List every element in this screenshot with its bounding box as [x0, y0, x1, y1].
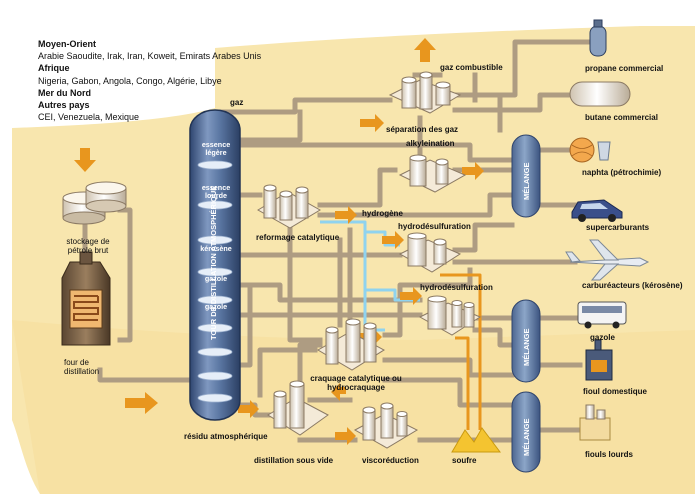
stove-icon — [585, 339, 613, 381]
arrow-into-tower — [125, 392, 158, 414]
bus-icon — [577, 301, 627, 329]
car-icon — [571, 199, 623, 222]
arrow-visbreak-in — [335, 427, 356, 445]
origin-countries-africa: Nigeria, Gabon, Angola, Congo, Algérie, … — [38, 75, 222, 86]
cracking-unit — [316, 318, 386, 371]
arrow-to-visbreak — [331, 383, 346, 401]
mixer-2 — [511, 299, 541, 383]
hds-2-label: hydrodésulfuration — [420, 283, 493, 292]
visbreaking-unit — [353, 402, 419, 449]
product-label-butane: butane commercial — [585, 113, 658, 122]
furnace-label: four de distillation — [64, 358, 100, 377]
alkylation-unit — [398, 154, 467, 193]
mixers — [511, 134, 541, 473]
mixer-2-label: MÉLANGE — [522, 328, 531, 367]
product-label-diesel: gazole — [590, 333, 615, 342]
origin-region-north-sea: Mer du Nord — [38, 87, 91, 98]
residue-label: résidu atmosphérique — [184, 432, 268, 441]
storage-label: stockage de pétrole brut — [66, 237, 110, 256]
tower-cut-diesel-1: gazole — [204, 274, 228, 283]
airplane-icon — [565, 239, 650, 281]
mixer-3-label: MÉLANGE — [522, 418, 531, 457]
product-label-heating-oil: fioul domestique — [583, 387, 647, 396]
origin-region-other: Autres pays — [38, 100, 90, 111]
sulfur-pile — [451, 427, 501, 453]
tower-cut-diesel-2: gazole — [204, 302, 228, 311]
origin-region-africa: Afrique — [38, 63, 70, 74]
gas-separation-label: séparation des gaz — [386, 125, 459, 134]
tower-cut-heavy-gasoline: essence lourde — [201, 183, 231, 201]
vacuum-unit — [267, 380, 329, 436]
tower-cut-gas: gaz — [230, 98, 244, 107]
gas-separation-unit — [388, 71, 462, 114]
arrow-to-vacuum — [238, 400, 259, 418]
visbreaking-label: viscoréduction — [362, 456, 419, 465]
hds-unit-1 — [398, 232, 462, 273]
origin-region-middle-east: Moyen-Orient — [38, 39, 97, 49]
origin-countries-middle-east: Arabie Saoudite, Irak, Iran, Koweit, Emi… — [38, 51, 262, 62]
reforming-label: reformage catalytique — [256, 233, 340, 242]
furnace — [61, 251, 111, 346]
arrow-to-alkylation — [462, 162, 484, 180]
sulfur-label: soufre — [452, 456, 477, 465]
fuel-gas-label: gaz combustible — [440, 63, 503, 72]
origin-list: Moyen-Orient Arabie Saoudite, Irak, Iran… — [38, 38, 261, 123]
arrow-into-storage — [74, 148, 96, 172]
arrow-fuel-gas — [414, 38, 436, 62]
arrow-hds1 — [382, 231, 404, 249]
factory-icon — [579, 404, 611, 441]
mixer-3 — [511, 391, 541, 473]
product-label-gasoline: supercarburants — [586, 223, 650, 232]
mixer-1 — [511, 134, 541, 218]
tank-icon — [569, 81, 631, 107]
hds-1-label: hydrodésulfuration — [398, 222, 471, 231]
arrow-to-gas-sep — [360, 114, 384, 132]
sulfur-pipes — [440, 273, 482, 430]
arrow-hds2-in — [400, 287, 422, 305]
tower-cut-light-gasoline: essence légère — [201, 140, 231, 158]
product-label-propane: propane commercial — [585, 64, 664, 73]
mixer-1-label: MÉLANGE — [522, 162, 531, 201]
product-label-heavy-fuel: fiouls lourds — [585, 450, 633, 459]
arrow-to-hydrogen — [335, 206, 357, 224]
ball-icon — [569, 137, 611, 163]
hydrogen-label: hydrogène — [362, 209, 403, 218]
alkylation-label: alkyleination — [406, 139, 455, 148]
storage-tanks — [62, 181, 127, 225]
tower-cut-kerosene: kérosène — [200, 244, 232, 253]
gas-bottle-icon — [589, 19, 607, 57]
origin-countries-other: CEI, Venezuela, Mexique — [38, 112, 140, 123]
tower-label: TOUR DE DISTILLATION ATMOSPHÉRIQUE — [209, 185, 218, 340]
vacuum-label: distillation sous vide — [254, 456, 334, 465]
reforming-unit — [257, 184, 321, 229]
product-label-naphtha: naphta (pétrochimie) — [582, 168, 662, 177]
distillation-tower — [189, 109, 241, 421]
product-label-jet-fuel: carburéacteurs (kérosène) — [582, 281, 683, 290]
hds-unit-2 — [418, 295, 482, 336]
flow-arrows — [74, 38, 484, 445]
cracking-label: craquage catalytique ou hydrocraquage — [310, 374, 402, 393]
